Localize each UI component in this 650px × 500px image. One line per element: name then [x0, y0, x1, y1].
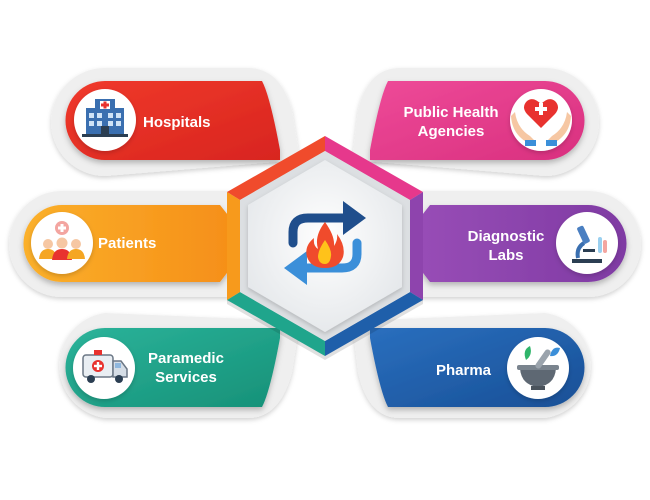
microscope-icon — [572, 225, 607, 263]
mortar-pestle-icon — [517, 346, 560, 390]
center-hub — [227, 136, 423, 360]
label-pharma: Pharma — [436, 362, 492, 379]
arrow-top-head-icon — [343, 201, 366, 235]
hex-border-bottom-right — [325, 292, 423, 356]
ambulance-icon — [82, 350, 128, 383]
label-patients: Patients — [98, 235, 157, 252]
data-exchange-fire-icon — [284, 201, 366, 285]
arrow-top-icon — [288, 213, 350, 248]
label-public-health: Public Health Agencies — [403, 104, 499, 140]
hex-border-bottom-left — [227, 292, 325, 356]
hospital-building-icon — [82, 99, 128, 137]
label-paramedic: Paramedic Services — [148, 350, 224, 386]
hands-heart-icon — [511, 99, 571, 146]
arrow-bottom-icon — [300, 238, 362, 273]
arrow-bottom-head-icon — [284, 251, 307, 285]
hex-border-top-left — [227, 136, 325, 200]
flame-inner-icon — [318, 240, 332, 264]
hex-border-right — [410, 192, 423, 300]
hex-border-top-right — [325, 136, 423, 200]
patients-group-icon — [39, 221, 85, 260]
label-diagnostic: Diagnostic Labs — [467, 228, 545, 264]
label-hospitals: Hospitals — [143, 114, 211, 131]
hex-border-left — [227, 192, 240, 300]
